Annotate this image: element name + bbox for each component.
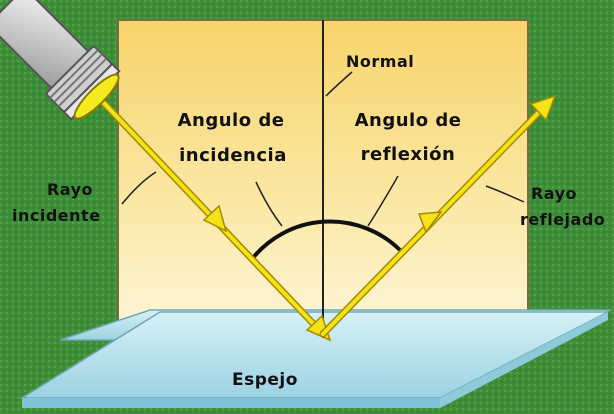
- label-rayo-incidente-1: Rayo: [46, 180, 94, 199]
- reflected-arrowhead-end: [529, 94, 557, 122]
- leader-reflexion: [367, 175, 399, 227]
- reflected-ray: [319, 94, 557, 338]
- label-normal: Normal: [346, 52, 415, 71]
- label-rayo-reflejado-1: Rayo: [530, 184, 578, 203]
- leader-incidencia: [255, 181, 283, 227]
- flashlight-icon: [0, 0, 121, 121]
- label-angulo-incidencia-2: incidencia: [179, 145, 287, 166]
- reflected-arrowhead-mid: [417, 211, 443, 234]
- leader-rayo-incidente: [121, 171, 157, 205]
- label-angulo-reflexion-2: reflexión: [360, 144, 456, 165]
- incident-arrowhead-mid: [202, 204, 228, 233]
- mirror-edge-side: [440, 312, 608, 408]
- incident-ray: [97, 96, 332, 342]
- label-rayo-reflejado-2: reflejado: [520, 210, 606, 229]
- angle-arc: [250, 219, 402, 261]
- label-angulo-reflexion-1: Angulo de: [354, 110, 462, 131]
- leader-normal: [325, 71, 353, 97]
- label-espejo: Espejo: [232, 370, 298, 390]
- mirror-edge: [22, 398, 440, 408]
- leader-rayo-reflejado: [485, 185, 525, 203]
- label-angulo-incidencia-1: Angulo de: [177, 110, 285, 131]
- label-rayo-incidente-2: incidente: [12, 206, 101, 225]
